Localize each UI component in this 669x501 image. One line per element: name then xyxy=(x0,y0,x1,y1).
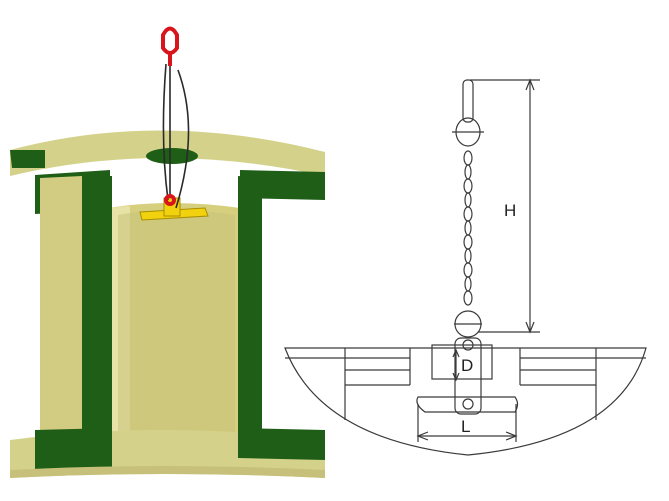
spool-wall-left-face xyxy=(40,176,82,440)
label-h: H xyxy=(504,201,516,220)
spool-wall-left xyxy=(80,176,112,440)
master-link-hook xyxy=(161,26,179,206)
label-l: L xyxy=(461,417,470,436)
clamp-jaw xyxy=(454,337,482,415)
spool-body-dark xyxy=(118,210,235,446)
technical-diagram xyxy=(284,78,647,456)
spool-cutaway-illustration xyxy=(10,26,325,478)
bottom-flange-cut-left xyxy=(35,428,112,472)
top-shackle xyxy=(462,79,474,123)
top-flange-rim xyxy=(10,150,45,168)
clamp-base xyxy=(416,396,519,413)
spool-section-outline xyxy=(284,347,647,456)
h-arrow-bottom xyxy=(525,321,535,334)
bore-opening xyxy=(146,148,198,164)
spool-wall-right xyxy=(238,176,262,440)
clamp-body xyxy=(431,344,493,380)
lifting-chain xyxy=(162,60,190,209)
h-arrow-top xyxy=(525,78,535,91)
bottom-flange-base xyxy=(10,466,325,478)
bottom-flange-cut-right xyxy=(238,428,325,460)
chain-links xyxy=(463,150,473,306)
label-d: D xyxy=(461,356,473,375)
